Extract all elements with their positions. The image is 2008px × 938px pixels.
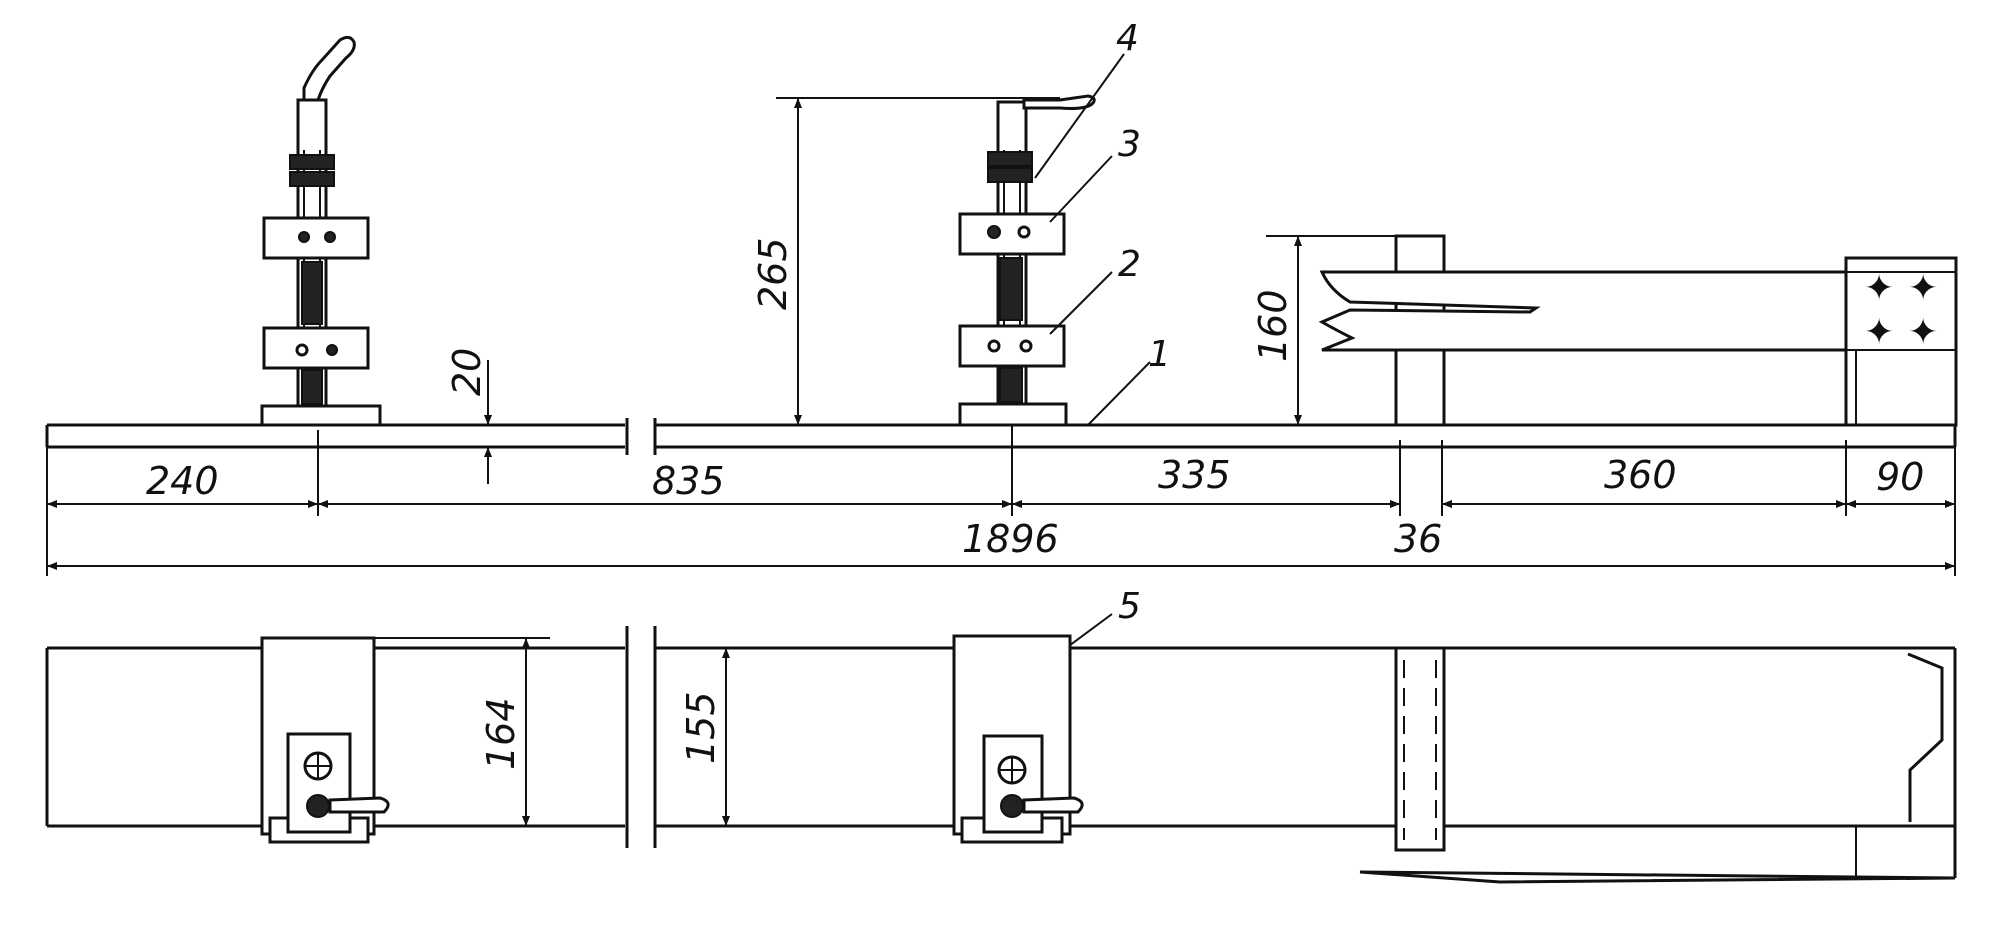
svg-text:✦: ✦ xyxy=(1908,312,1938,353)
base-rail-right xyxy=(655,423,1957,449)
top-rail-right xyxy=(655,646,1957,878)
top-view xyxy=(45,626,1957,884)
post-top xyxy=(1394,646,1446,852)
base-rail-left xyxy=(45,423,625,449)
dim-265: 265 xyxy=(751,237,795,310)
callout-leaders xyxy=(1034,53,1151,661)
dim-160: 160 xyxy=(1251,289,1295,362)
dim-335: 335 xyxy=(1158,453,1231,497)
svg-text:✦: ✦ xyxy=(1908,268,1938,309)
break-mark xyxy=(625,626,657,848)
right-clamp-top xyxy=(952,634,1084,844)
end-stop-assembly: ✦ ✦ ✦ ✦ xyxy=(1266,234,1958,427)
right-clamp-assembly xyxy=(958,94,1096,427)
handle-lever xyxy=(1022,94,1096,110)
dim-240: 240 xyxy=(146,459,219,503)
callout-5: 5 xyxy=(1118,586,1141,627)
left-clamp-top xyxy=(260,636,390,844)
svg-text:✦: ✦ xyxy=(1864,268,1894,309)
dim-1896: 1896 xyxy=(962,517,1059,561)
dim-36: 36 xyxy=(1394,517,1442,561)
callout-4: 4 xyxy=(1116,18,1139,59)
left-clamp-assembly xyxy=(260,35,382,427)
callout-2: 2 xyxy=(1118,244,1141,285)
svg-text:✦: ✦ xyxy=(1864,312,1894,353)
dim-155: 155 xyxy=(679,691,723,764)
dimension-lines xyxy=(46,97,1956,826)
callout-1: 1 xyxy=(1148,334,1171,375)
dim-20: 20 xyxy=(445,348,489,396)
dim-360: 360 xyxy=(1604,453,1677,497)
dim-164: 164 xyxy=(479,697,523,770)
break-mark xyxy=(625,418,657,455)
side-view: ✦ ✦ ✦ ✦ xyxy=(45,35,1958,661)
dim-835: 835 xyxy=(652,459,725,503)
callout-3: 3 xyxy=(1118,124,1141,165)
end-stop-top xyxy=(1359,652,1956,884)
handle-lever xyxy=(302,35,356,102)
dim-90: 90 xyxy=(1876,455,1924,499)
